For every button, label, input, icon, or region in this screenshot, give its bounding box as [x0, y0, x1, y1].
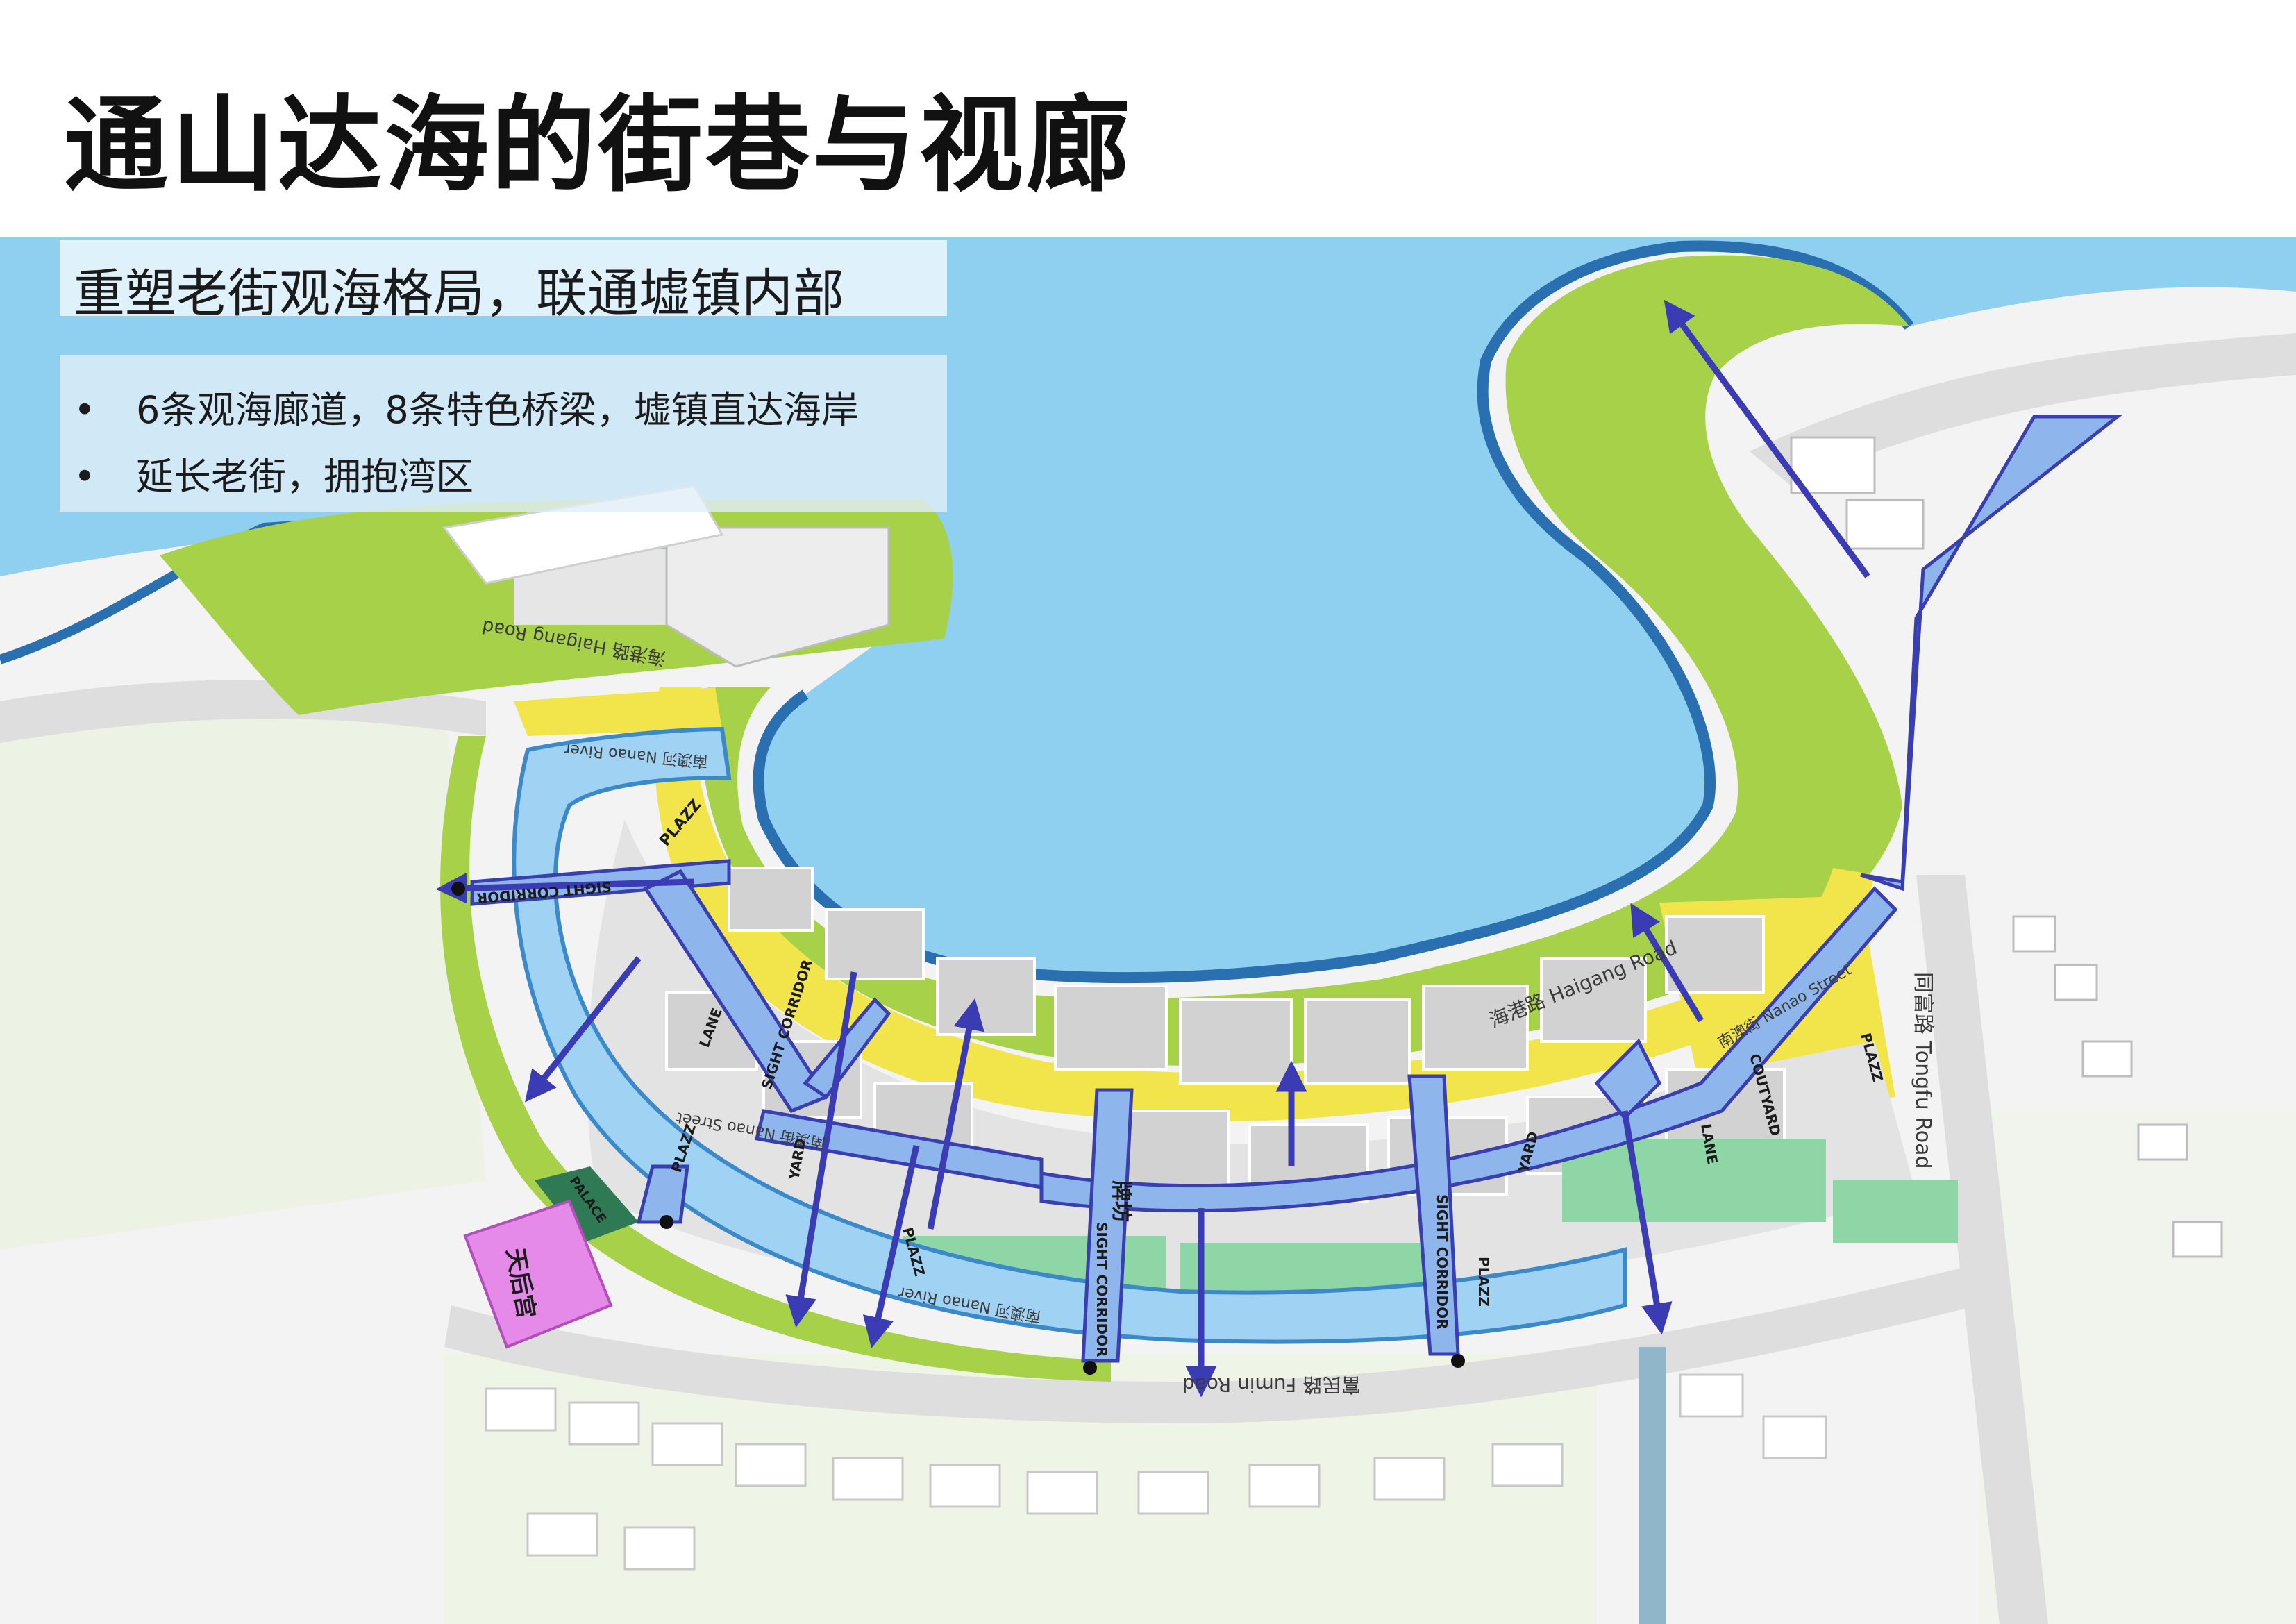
lower-town-blocks — [485, 1373, 1827, 1571]
fumin-road-band — [444, 1264, 1979, 1423]
page-title: 通山达海的街巷与视廊 — [64, 85, 1134, 206]
label-sight-corridor-3: SIGHT CORRIDOR — [1093, 1222, 1110, 1357]
green-promenade — [701, 255, 1909, 1066]
bullet-item: •延长老街，拥抱湾区 — [74, 455, 474, 499]
label-paifang: 牌坊 — [1109, 1180, 1133, 1222]
temple-block — [463, 1199, 613, 1349]
subtitle-panel: 重塑老街观海格局，联通墟镇内部 — [60, 240, 947, 324]
label-sight-corridor-4: SIGHT CORRIDOR — [1434, 1194, 1450, 1330]
vegetation-left — [0, 694, 486, 1250]
subtitle: 重塑老街观海格局，联通墟镇内部 — [74, 264, 844, 324]
nw-roof-grid — [665, 526, 890, 668]
pedestrian-icons — [451, 882, 1465, 1375]
vegetation-lower — [444, 1354, 1597, 1624]
bullet-panel: •6条观海廊道，8条特色桥梁，墟镇直达海岸 •延长老街，拥抱湾区 — [60, 355, 947, 512]
corridor-arrows — [435, 299, 1870, 1398]
east-buildings — [1790, 436, 2223, 1258]
east-road-band — [1750, 333, 2296, 486]
bullet-item: •6条观海廊道，8条特色桥梁，墟镇直达海岸 — [74, 388, 859, 432]
fumin-road-label: 富民路 Fumin Road — [1182, 1373, 1361, 1396]
tongfu-road-band — [1916, 875, 2048, 1624]
palace-block — [535, 1166, 639, 1243]
tongfu-road-label: 同富路 Tongfu Road — [1911, 972, 1935, 1169]
south-canal — [1639, 1347, 1666, 1624]
label-plazz-4: PLAZZ — [1475, 1257, 1492, 1307]
yellow-north-strip — [514, 687, 722, 736]
masterplan-map[interactable]: 海港路 Haigang Road 南澳河 Nanao River 南澳街 Nan… — [0, 237, 2296, 1624]
